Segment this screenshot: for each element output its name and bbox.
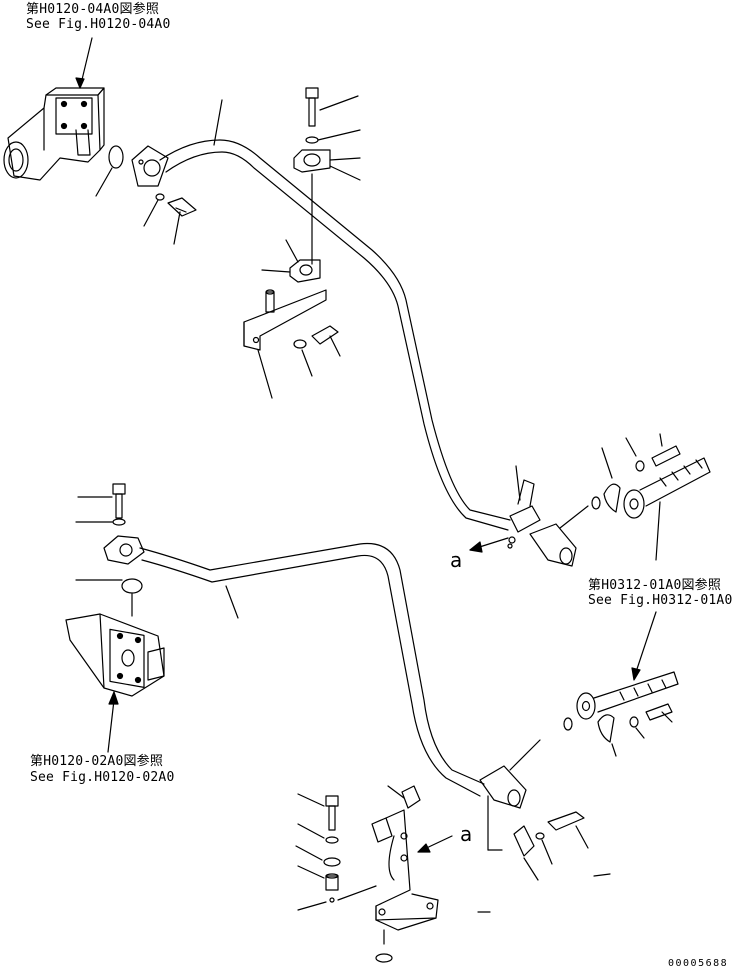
lower-valve-body [65,613,165,697]
lower-hose-washer [629,716,639,728]
lower-right-o-ring [563,717,573,731]
lower-hose-flange [576,692,596,720]
lower-right-clamp [513,825,539,881]
top-bolt [305,87,359,127]
upper-swivel-elbow [529,505,589,567]
lower-right-washer [535,832,545,840]
lower-clamp-top [387,785,421,809]
upper-a-arrow [469,537,509,553]
lower-pipe-flange [103,535,145,565]
lower-stack-spacer [297,865,339,891]
lower-split-flange [597,714,617,757]
upper-hose-flange [623,489,645,519]
mid-bolt [311,325,341,357]
lower-gasket [121,578,143,594]
lower-hose-bolt [645,703,673,723]
figure-code: 00005688 [668,958,729,969]
lower-stack-washer-1 [325,836,339,844]
mid-bracket [243,289,327,399]
upper-hose-bolt [651,433,681,467]
ref-right-jp: 第H0312-01A0図参照 [588,578,722,593]
callout-a-lower: a [460,822,473,846]
top-clamp [293,149,361,181]
lower-a-arrow [417,835,453,853]
upper-flange-bolt [167,197,197,245]
ref-bottom-left-en: See Fig.H0120-02A0 [30,770,175,785]
upper-valve-pointer [75,37,93,89]
lower-top-washer [112,518,126,526]
upper-hose [639,457,711,507]
upper-pipe [159,139,511,531]
lower-top-bolt [77,483,126,519]
lower-hose [593,671,679,713]
upper-split-flange [601,447,621,513]
lower-stack-washer-2 [323,857,341,867]
upper-valve-body [3,87,105,181]
lower-pipe [139,542,485,797]
ref-right-en: See Fig.H0312-01A0 [588,593,733,608]
lower-right-bolt [547,811,589,849]
lower-right-pointer [631,611,657,681]
upper-flange-washer [155,193,165,201]
lower-bracket [371,809,439,931]
mid-washer [293,339,307,349]
bottom-washer [375,953,393,963]
mid-clamp [261,239,321,283]
upper-o-ring [108,145,124,169]
ref-top-left-en: See Fig.H0120-04A0 [26,17,171,32]
lower-swivel-elbow [479,739,541,809]
top-washer [305,136,319,144]
ref-bottom-left-jp: 第H0120-02A0図参照 [30,754,164,769]
lower-stack-bolt [297,793,339,831]
upper-hose-washer [635,460,645,472]
lower-stack-pin [329,897,335,903]
upper-pipe-flange [131,145,169,187]
upper-end-fitting [507,465,541,549]
lower-valve-pointer [107,691,119,753]
upper-right-o-ring [591,496,601,510]
callout-a-upper: a [450,548,463,572]
ref-top-left-jp: 第H0120-04A0図参照 [26,2,160,17]
